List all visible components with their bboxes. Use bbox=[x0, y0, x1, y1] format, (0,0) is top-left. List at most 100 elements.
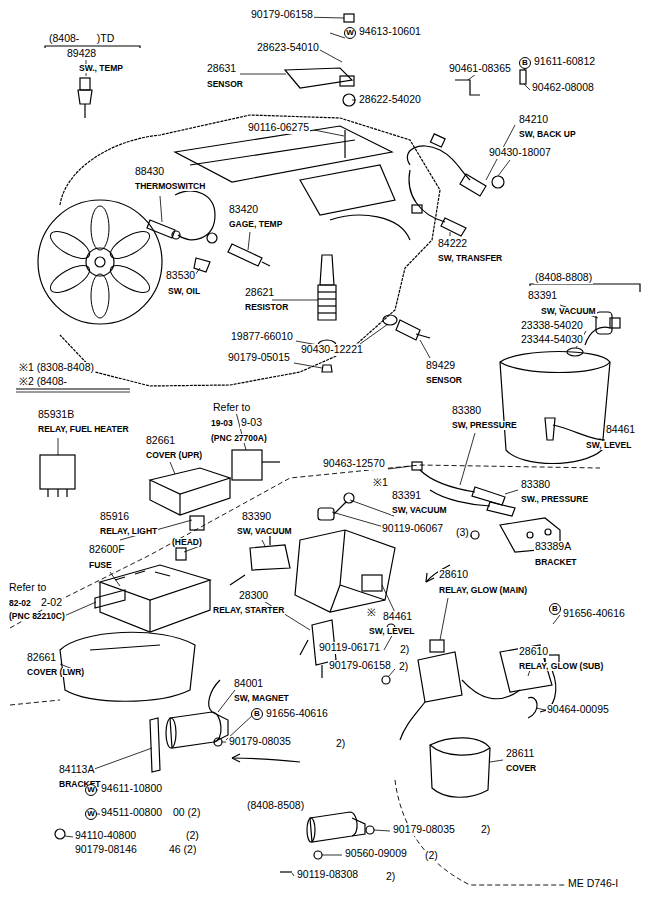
leader-lines bbox=[553, 615, 560, 624]
brackets bbox=[16, 392, 130, 393]
relays-and-switches bbox=[100, 565, 210, 600]
part-name: SW, MAGNET bbox=[233, 694, 290, 703]
part-number: 19877-66010 bbox=[230, 331, 294, 343]
leader-lines bbox=[65, 836, 73, 837]
part-name: SW, BACK UP bbox=[518, 130, 577, 139]
glow-relays bbox=[462, 680, 520, 699]
relays-and-switches bbox=[230, 575, 245, 585]
part-number: 83380 bbox=[520, 479, 551, 491]
part-number: 82661 bbox=[145, 435, 176, 447]
part-number: 94611-10800 bbox=[100, 783, 163, 795]
part-name: THERMOSWITCH bbox=[134, 182, 206, 191]
magnet-switch bbox=[314, 851, 322, 859]
symbol-letter: B bbox=[552, 605, 558, 613]
relays-and-switches bbox=[472, 487, 505, 505]
arrows bbox=[426, 573, 434, 582]
part-number: 9-03 bbox=[240, 417, 263, 429]
relays-and-switches bbox=[270, 535, 278, 545]
glow-relays bbox=[528, 697, 537, 718]
leader-lines bbox=[330, 33, 345, 38]
leader-lines bbox=[360, 324, 388, 344]
engine bbox=[46, 206, 153, 318]
body-outline bbox=[10, 700, 60, 705]
relays-and-switches bbox=[150, 478, 230, 515]
part-number: 90179-08035 bbox=[392, 824, 456, 836]
magnet-switch bbox=[212, 712, 228, 742]
part-number: ※2 (8408- bbox=[18, 376, 68, 388]
part-name: RELAY, GLOW (SUB) bbox=[518, 662, 604, 671]
engine-parts bbox=[318, 298, 336, 299]
engine-parts bbox=[455, 80, 480, 95]
part-number: 84222 bbox=[437, 238, 468, 250]
part-number: 23338-54020 bbox=[520, 320, 584, 332]
leader-lines bbox=[388, 466, 412, 469]
part-number: 88430 bbox=[134, 166, 165, 178]
engine bbox=[91, 274, 109, 318]
engine-parts bbox=[396, 320, 420, 340]
glow-relays bbox=[382, 624, 559, 797]
part-number: 85916 bbox=[99, 511, 130, 523]
body-outline bbox=[10, 465, 600, 628]
symbol-letter: W bbox=[346, 29, 354, 37]
part-number: 83530 bbox=[165, 270, 196, 282]
relays-and-switches bbox=[362, 575, 382, 591]
engine-parts bbox=[340, 76, 354, 86]
part-number: (8408-8508) bbox=[246, 800, 305, 812]
part-number: 82661 bbox=[26, 652, 57, 664]
engine-parts bbox=[318, 312, 336, 313]
engine-parts bbox=[343, 94, 355, 106]
part-number: 2-02 bbox=[40, 597, 63, 609]
leader-lines bbox=[320, 50, 342, 62]
glow-relays bbox=[382, 676, 390, 684]
leader-lines bbox=[468, 74, 476, 80]
magnet-switch bbox=[166, 718, 176, 748]
part-number: 83389A bbox=[534, 541, 572, 553]
part-number: 83391 bbox=[391, 490, 422, 502]
leader-lines bbox=[294, 363, 322, 368]
engine-parts bbox=[318, 305, 336, 306]
part-number: 84001 bbox=[233, 678, 264, 690]
fuel-filter bbox=[500, 362, 610, 373]
part-name: GAGE, TEMP bbox=[228, 220, 283, 229]
part-name: SW, LEVEL bbox=[585, 441, 632, 450]
relays-and-switches bbox=[190, 516, 204, 530]
part-number: 28610 bbox=[438, 569, 469, 581]
part-number: 28623-54010 bbox=[256, 42, 320, 54]
part-number: 28631 bbox=[206, 63, 237, 75]
engine-parts bbox=[320, 255, 334, 285]
leader-lines bbox=[240, 74, 286, 75]
body-outline bbox=[10, 465, 600, 885]
fuel-filter bbox=[545, 418, 555, 440]
glow-relays bbox=[418, 652, 462, 702]
relays-and-switches bbox=[90, 645, 160, 650]
relays-and-switches bbox=[150, 468, 230, 494]
part-number: 2) bbox=[385, 871, 396, 883]
engine bbox=[38, 200, 162, 324]
leader-lines bbox=[490, 760, 503, 762]
part-number: 28611 bbox=[505, 748, 535, 760]
part-number: 90179-08146 bbox=[74, 844, 138, 856]
leader-lines bbox=[55, 17, 600, 876]
engine-parts bbox=[78, 90, 92, 104]
leader-lines bbox=[352, 100, 356, 101]
relays-and-switches bbox=[430, 490, 490, 506]
part-number: ※1 bbox=[372, 477, 389, 489]
leader-lines bbox=[350, 500, 394, 516]
relays-and-switches bbox=[60, 632, 195, 701]
part-number: (8408- )TD bbox=[48, 33, 115, 45]
magnet-switch bbox=[55, 829, 65, 839]
part-number: (2) bbox=[185, 830, 200, 842]
part-name: RESISTOR bbox=[244, 303, 289, 312]
part-number: 46 (2) bbox=[168, 844, 197, 856]
part-number: (8408-8808) bbox=[534, 272, 593, 284]
part-name: SENSOR bbox=[425, 376, 463, 385]
relays-and-switches bbox=[471, 531, 479, 539]
part-number: 90560-09009 bbox=[344, 848, 408, 860]
part-name: SW., PRESSURE bbox=[520, 495, 589, 504]
glow-relays bbox=[430, 738, 490, 797]
part-number: 90430-12221 bbox=[300, 344, 364, 356]
part-name: COVER bbox=[505, 764, 537, 773]
engine-parts bbox=[520, 70, 526, 84]
relays-and-switches bbox=[527, 532, 533, 538]
washer-symbol: W bbox=[344, 27, 356, 39]
